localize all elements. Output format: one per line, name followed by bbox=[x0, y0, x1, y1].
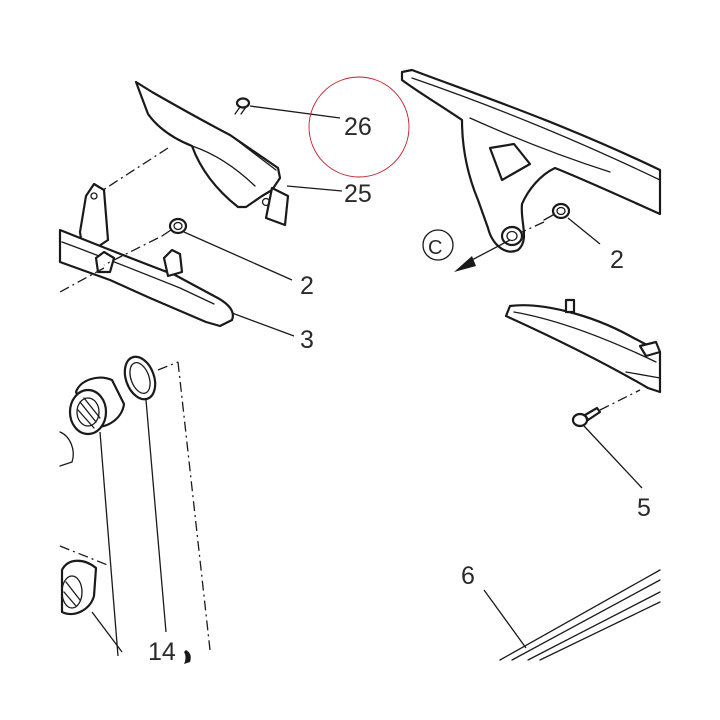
callout-2-right: 2 bbox=[610, 246, 624, 274]
callout-2-left: 2 bbox=[300, 272, 314, 300]
chain-guard-cover bbox=[134, 80, 290, 227]
swingarm-bracket bbox=[78, 182, 110, 250]
screw-26 bbox=[234, 97, 251, 115]
highlight-circle bbox=[308, 76, 410, 178]
rail-6 bbox=[499, 569, 661, 661]
screw-5 bbox=[571, 406, 602, 428]
needle-bearing-lower bbox=[60, 559, 98, 616]
callout-5: 5 bbox=[637, 494, 651, 522]
seal-ring bbox=[123, 355, 157, 401]
bolt-2-right bbox=[543, 202, 571, 221]
view-arrow-icon bbox=[454, 256, 476, 272]
callout-14: 14 bbox=[148, 638, 176, 666]
bolt-2-left bbox=[161, 217, 188, 237]
chain-guide-right bbox=[504, 298, 662, 394]
callout-6: 6 bbox=[461, 562, 475, 590]
chain-slider-3 bbox=[58, 228, 234, 328]
callout-25: 25 bbox=[344, 180, 372, 208]
view-c-circle bbox=[422, 229, 454, 261]
callout-26: 26 bbox=[344, 113, 372, 141]
callout-c: C bbox=[428, 237, 442, 259]
swingarm-right bbox=[400, 68, 662, 253]
needle-bearing-upper bbox=[68, 376, 126, 436]
callout-3: 3 bbox=[300, 326, 314, 354]
